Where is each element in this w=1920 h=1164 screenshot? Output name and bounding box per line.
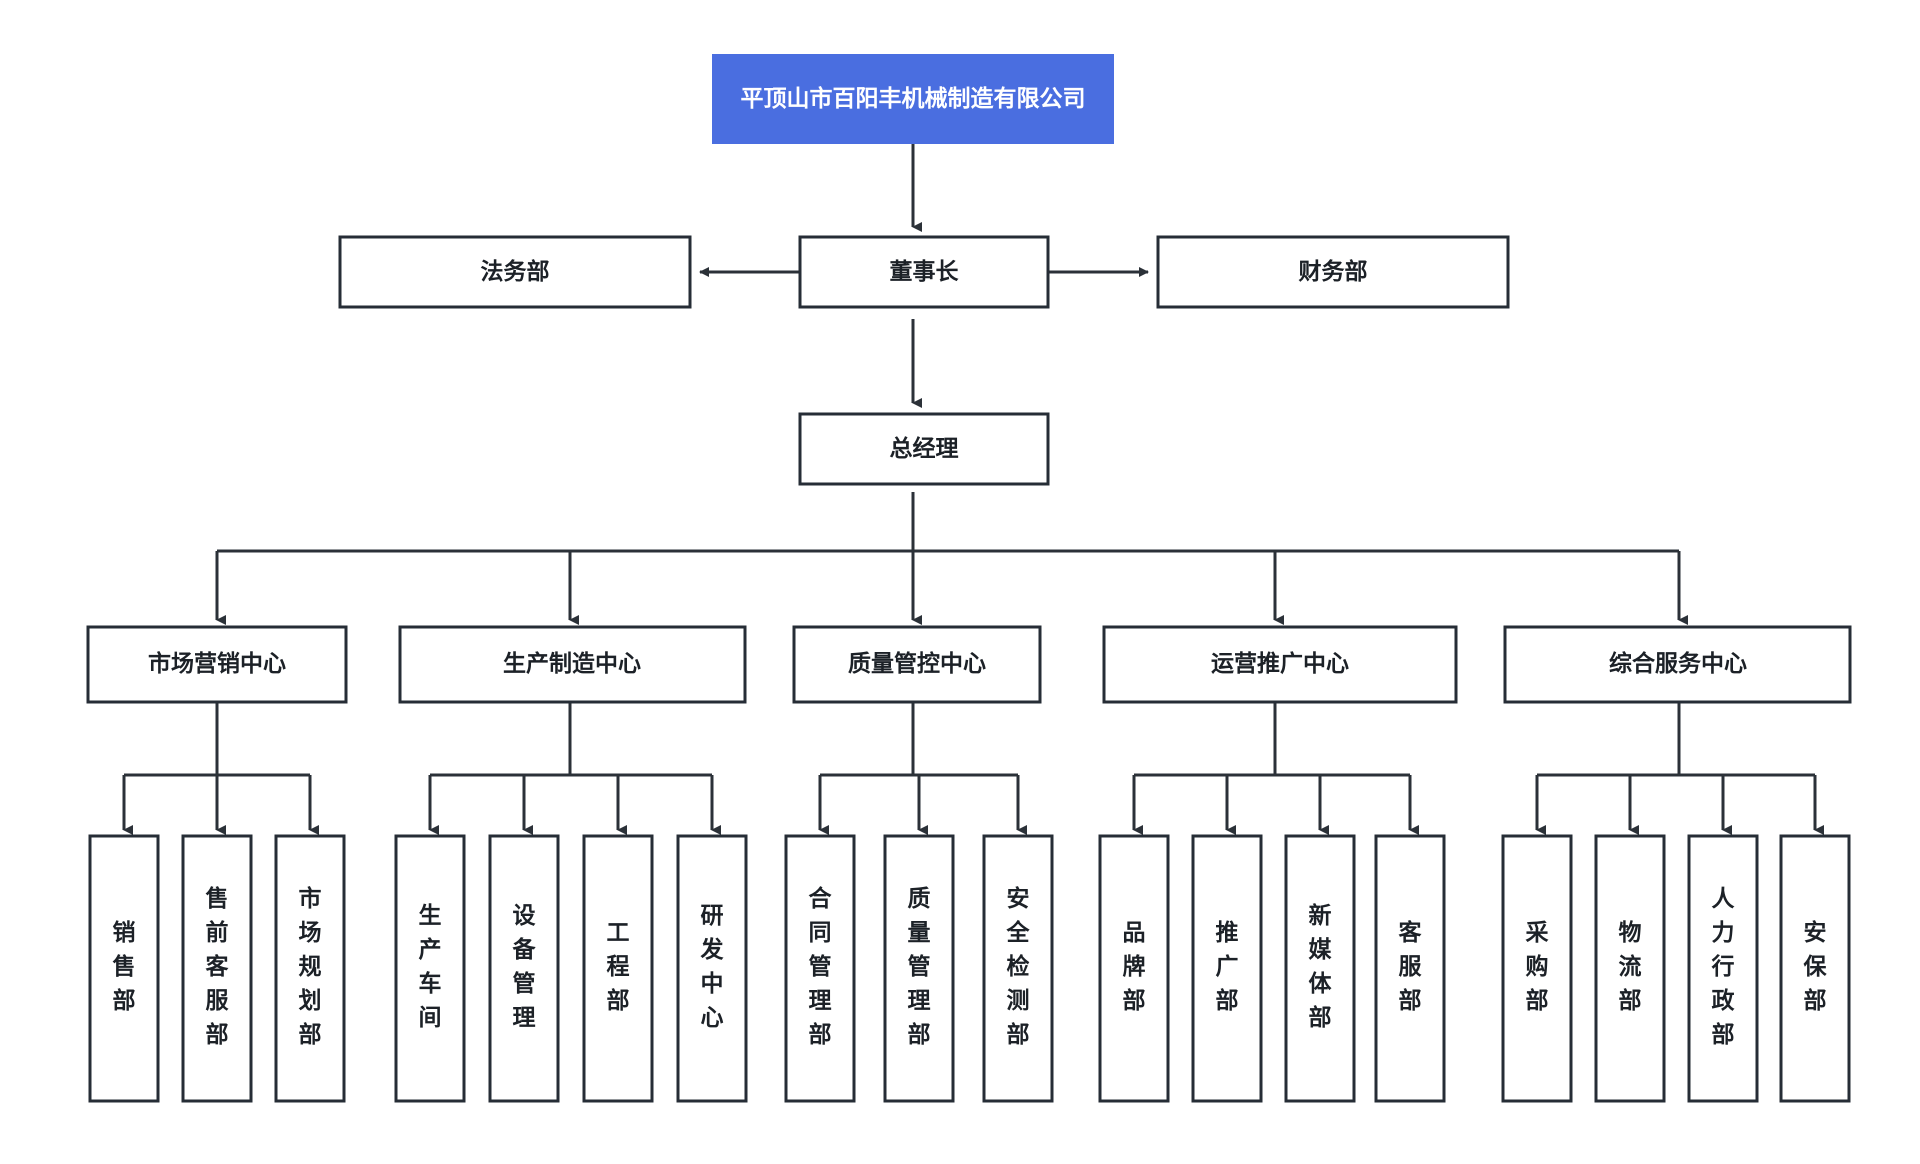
leaf-1-3-label: 研发中心 (700, 902, 724, 1030)
leaf-4-3-label: 安保部 (1803, 919, 1828, 1013)
node-leaf-2-2[interactable]: 安全检测部 (982, 834, 1054, 1103)
node-leaf-1-3[interactable]: 研发中心 (676, 834, 748, 1103)
leaf-2-1-box[interactable] (883, 834, 955, 1103)
leaf-3-3-label: 客服部 (1399, 919, 1423, 1013)
leaf-1-0-label: 生产车间 (419, 902, 442, 1030)
chairman-box[interactable] (798, 235, 1050, 309)
node-leaf-0-0[interactable]: 销售部 (88, 834, 160, 1103)
center-4-box[interactable] (1503, 625, 1852, 704)
node-leaf-3-2[interactable]: 新媒体部 (1284, 834, 1356, 1103)
node-leaf-2-1[interactable]: 质量管理部 (883, 834, 955, 1103)
center-3-label: 运营推广中心 (1211, 650, 1349, 676)
leaf-3-2-box[interactable] (1284, 834, 1356, 1103)
node-chairman[interactable]: 董事长 (798, 235, 1050, 309)
node-leaf-4-3[interactable]: 安保部 (1779, 834, 1851, 1103)
center-2-box[interactable] (792, 625, 1042, 704)
leaf-4-0-label: 采购部 (1526, 919, 1549, 1013)
leaf-2-2-label: 安全检测部 (1006, 885, 1031, 1047)
node-leaf-4-2[interactable]: 人力行政部 (1687, 834, 1759, 1103)
leaf-4-2-label: 人力行政部 (1711, 885, 1736, 1047)
leaf-1-0-box[interactable] (394, 834, 466, 1103)
center-2-label: 质量管控中心 (848, 650, 986, 676)
node-leaf-4-0[interactable]: 采购部 (1501, 834, 1573, 1103)
node-center-4[interactable]: 综合服务中心 (1503, 625, 1852, 704)
leaf-2-0-label: 合同管理部 (809, 885, 833, 1047)
node-leaf-1-1[interactable]: 设备管理 (488, 834, 560, 1103)
center-0-label: 市场营销中心 (148, 650, 286, 676)
finance-dept-box[interactable] (1156, 235, 1510, 309)
general-manager-label: 总经理 (890, 435, 959, 461)
leaf-3-0-label: 品牌部 (1123, 919, 1146, 1013)
leaf-0-0-box[interactable] (88, 834, 160, 1103)
leaf-0-1-box[interactable] (181, 834, 253, 1103)
node-center-0[interactable]: 市场营销中心 (86, 625, 348, 704)
leaf-1-1-label: 设备管理 (512, 902, 537, 1030)
center-4-label: 综合服务中心 (1609, 650, 1747, 676)
general-manager-box[interactable] (798, 412, 1050, 486)
finance-dept-label: 财务部 (1299, 258, 1368, 284)
leaf-0-1-label: 售前客服部 (206, 885, 230, 1047)
node-finance-dept[interactable]: 财务部 (1156, 235, 1510, 309)
sub-connectors (122, 702, 1824, 835)
node-leaf-1-2[interactable]: 工程部 (582, 834, 654, 1103)
leaf-1-3-box[interactable] (676, 834, 748, 1103)
leaf-4-1-label: 物流部 (1619, 919, 1642, 1013)
leaf-1-2-box[interactable] (582, 834, 654, 1103)
node-leaf-3-1[interactable]: 推广部 (1191, 834, 1263, 1103)
node-general-manager[interactable]: 总经理 (798, 412, 1050, 486)
leaf-0-2-label: 市场规划部 (299, 885, 322, 1047)
node-legal-dept[interactable]: 法务部 (338, 235, 692, 309)
node-leaf-2-0[interactable]: 合同管理部 (784, 834, 856, 1103)
node-leaf-0-1[interactable]: 售前客服部 (181, 834, 253, 1103)
leaf-3-3-box[interactable] (1374, 834, 1446, 1103)
legal-dept-label: 法务部 (481, 258, 550, 284)
chairman-label: 董事长 (890, 258, 960, 284)
node-center-2[interactable]: 质量管控中心 (792, 625, 1042, 704)
leaf-2-1-label: 质量管理部 (908, 885, 931, 1047)
center-3-box[interactable] (1102, 625, 1458, 704)
node-center-3[interactable]: 运营推广中心 (1102, 625, 1458, 704)
leaf-2-2-box[interactable] (982, 834, 1054, 1103)
leaf-2-0-box[interactable] (784, 834, 856, 1103)
node-leaf-0-2[interactable]: 市场规划部 (274, 834, 346, 1103)
node-leaf-3-3[interactable]: 客服部 (1374, 834, 1446, 1103)
legal-dept-box[interactable] (338, 235, 692, 309)
company-root-label: 平顶山市百阳丰机械制造有限公司 (741, 85, 1086, 111)
node-center-1[interactable]: 生产制造中心 (398, 625, 747, 704)
leaf-4-1-box[interactable] (1594, 834, 1666, 1103)
leaf-3-2-label: 新媒体部 (1309, 902, 1333, 1030)
leaf-3-0-box[interactable] (1098, 834, 1170, 1103)
node-leaf-3-0[interactable]: 品牌部 (1098, 834, 1170, 1103)
leaf-1-1-box[interactable] (488, 834, 560, 1103)
leaf-4-2-box[interactable] (1687, 834, 1759, 1103)
leaf-0-0-label: 销售部 (113, 919, 136, 1013)
leaf-3-1-box[interactable] (1191, 834, 1263, 1103)
leaf-4-0-box[interactable] (1501, 834, 1573, 1103)
leaf-3-1-label: 推广部 (1216, 919, 1239, 1013)
company-root-box[interactable] (712, 54, 1114, 144)
leaf-1-2-label: 工程部 (607, 919, 630, 1013)
center-1-label: 生产制造中心 (503, 650, 641, 676)
leaf-0-2-box[interactable] (274, 834, 346, 1103)
node-company-root[interactable]: 平顶山市百阳丰机械制造有限公司 (712, 54, 1114, 144)
node-leaf-1-0[interactable]: 生产车间 (394, 834, 466, 1103)
center-0-box[interactable] (86, 625, 348, 704)
node-leaf-4-1[interactable]: 物流部 (1594, 834, 1666, 1103)
center-1-box[interactable] (398, 625, 747, 704)
connectors (215, 144, 1688, 625)
leaf-4-3-box[interactable] (1779, 834, 1851, 1103)
